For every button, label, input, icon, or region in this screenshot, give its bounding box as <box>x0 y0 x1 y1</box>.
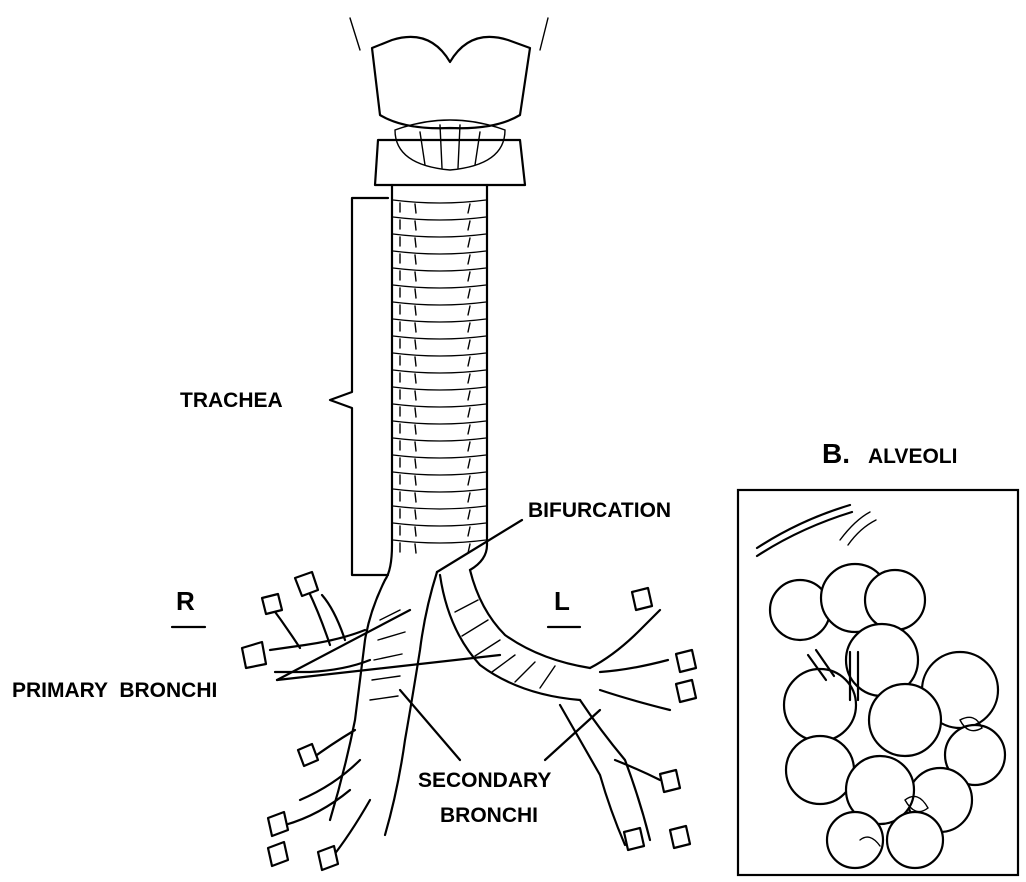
tracheal-ring-shading <box>400 322 470 332</box>
tracheal-ring <box>393 370 486 373</box>
secondary-bronchi-leader-left <box>545 710 600 760</box>
tracheal-ring <box>393 523 486 526</box>
tracheal-ring <box>393 268 486 271</box>
tracheal-ring-shading <box>400 305 470 315</box>
tracheal-ring-shading <box>400 356 470 366</box>
tracheal-ring <box>393 489 486 492</box>
tracheal-ring-shading <box>400 271 470 281</box>
tracheal-ring-shading <box>400 475 470 485</box>
tracheal-ring <box>393 336 486 339</box>
tracheal-ring <box>393 319 486 322</box>
tracheal-ring-shading <box>400 458 470 468</box>
tracheal-ring-shading <box>400 424 470 434</box>
tracheal-ring <box>393 217 486 220</box>
right-side-label: R <box>176 586 195 616</box>
right-bronchial-tree <box>242 572 437 870</box>
tracheal-ring <box>393 387 486 390</box>
tracheal-ring <box>393 285 486 288</box>
tracheal-ring <box>393 472 486 475</box>
tracheal-ring-shading <box>400 203 470 213</box>
panel-b-letter: B. <box>822 438 850 469</box>
tracheal-ring <box>393 353 486 356</box>
tracheal-ring-shading <box>400 441 470 451</box>
secondary-bronchi-leader-right <box>400 690 460 760</box>
tracheal-ring-shading <box>400 390 470 400</box>
secondary-bronchi-label-line1: SECONDARY <box>418 769 551 792</box>
trachea <box>385 185 487 580</box>
tracheal-ring <box>393 404 486 407</box>
tracheal-ring <box>393 200 486 203</box>
tracheal-ring-shading <box>400 543 470 553</box>
tracheal-ring-shading <box>400 237 470 247</box>
tracheal-ring <box>393 234 486 237</box>
alveoli-panel <box>738 490 1018 875</box>
bifurcation-label: BIFURCATION <box>528 499 671 522</box>
left-side-label: L <box>554 586 570 616</box>
tracheal-ring <box>393 302 486 305</box>
tracheal-ring <box>393 438 486 441</box>
tracheal-ring-shading <box>400 373 470 383</box>
trachea-label: TRACHEA <box>180 389 283 412</box>
primary-bronchi-label: PRIMARY BRONCHI <box>12 679 217 702</box>
tracheal-ring <box>393 421 486 424</box>
secondary-bronchi-label-line2: BRONCHI <box>440 804 538 827</box>
primary-bronchi-leader-left <box>277 655 500 680</box>
tracheal-rings <box>393 200 486 553</box>
tracheal-ring <box>393 251 486 254</box>
tracheal-ring <box>393 506 486 509</box>
tracheal-ring-shading <box>400 407 470 417</box>
tracheal-ring-shading <box>400 220 470 230</box>
tracheal-ring-shading <box>400 492 470 502</box>
tracheal-ring-shading <box>400 509 470 519</box>
larynx <box>350 18 548 185</box>
tracheal-ring-shading <box>400 254 470 264</box>
trachea-bracket <box>330 198 388 575</box>
tracheal-ring-shading <box>400 339 470 349</box>
tracheal-ring <box>393 540 486 543</box>
tracheal-ring-shading <box>400 526 470 536</box>
tracheal-ring <box>393 455 486 458</box>
panel-b-title: ALVEOLI <box>868 445 957 468</box>
tracheal-ring-shading <box>400 288 470 298</box>
